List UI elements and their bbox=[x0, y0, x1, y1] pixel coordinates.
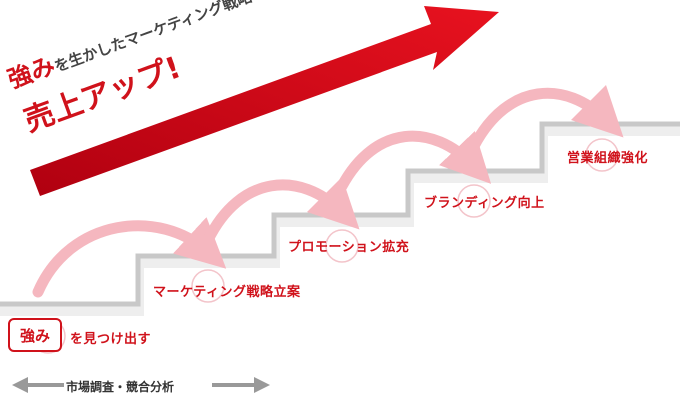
step-circle-2 bbox=[191, 269, 225, 303]
research-label: 市場調査・競合分析 bbox=[66, 380, 175, 394]
jump-arrow-1 bbox=[32, 217, 227, 298]
jump-arrow-2 bbox=[202, 176, 360, 246]
step-label-branding: ブランディング向上 bbox=[424, 196, 545, 211]
step-label-promotion: プロモーション拡充 bbox=[288, 240, 410, 255]
step-circle-5 bbox=[585, 138, 619, 172]
growth-arrow bbox=[30, 6, 499, 196]
step-label-find-strength: を見つけ出す bbox=[70, 332, 152, 347]
step-circle-3 bbox=[325, 229, 359, 263]
step-circle-4 bbox=[457, 184, 491, 218]
step-label-marketing-strategy: マーケティング戦略立案 bbox=[153, 285, 301, 300]
strength-start-box: 強み bbox=[8, 318, 62, 352]
jump-arrow-4 bbox=[468, 84, 624, 152]
jump-arrow-3 bbox=[336, 130, 492, 192]
step-label-sales-org: 営業組織強化 bbox=[567, 151, 649, 166]
